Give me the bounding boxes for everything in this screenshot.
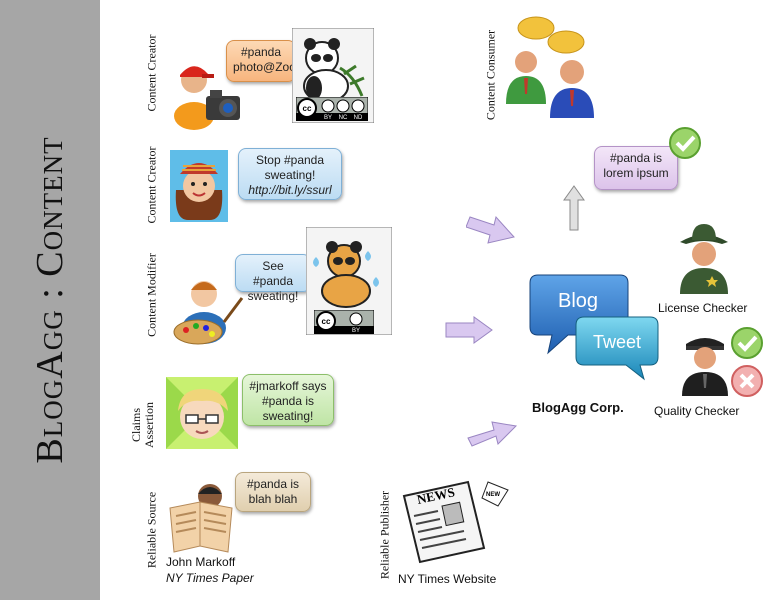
bubble-link-text: http://bit.ly/ssurl — [248, 183, 332, 197]
bubble-text: Stop #panda — [255, 153, 325, 167]
role-label-content-consumer: Content Consumer — [483, 29, 498, 121]
role-label-content-modifier: Content Modifier — [144, 253, 159, 337]
bubble-text: sweating! — [247, 289, 299, 303]
cross-mark-icon — [731, 365, 763, 397]
role-label-reliable-publisher: Reliable Publisher — [377, 490, 392, 580]
speech-bubble-blah-blah: #panda is blah blah — [235, 472, 311, 512]
license-checker-label: License Checker — [658, 301, 748, 315]
cc-by-text: BY — [352, 328, 360, 334]
role-label-claims-assertion: Claims Assertion — [129, 402, 156, 448]
arrow-to-hub-bottom — [467, 421, 518, 447]
bubble-text: photo@Zoo — [233, 60, 296, 74]
role-label-content-creator-2: Content Creator — [144, 146, 159, 224]
news-stamp-text: NEW — [486, 492, 500, 498]
painter-icon — [173, 281, 244, 345]
hub-tweet-label: Tweet — [593, 332, 641, 352]
arrow-to-hub-top — [466, 215, 515, 244]
bubble-text: sweating! — [264, 168, 316, 182]
cc-nc-text: NC — [339, 115, 348, 121]
police-officer-avatar-icon — [682, 338, 728, 396]
bubble-text: sweating! — [262, 409, 314, 423]
cc-nd-text: ND — [354, 115, 363, 121]
bubble-text: blah blah — [248, 492, 298, 506]
two-consumers-talking-icon — [506, 16, 594, 118]
bubble-text: #jmarkoff says — [249, 379, 327, 393]
cc-by-text: BY — [324, 115, 332, 121]
slide-title: BlogAgg : Content — [29, 136, 71, 464]
cc-by-license-badge: cc BY — [314, 310, 374, 334]
sheriff-avatar-icon — [680, 224, 728, 294]
source-publication: NY Times Paper — [166, 571, 254, 585]
speech-bubble-jmarkoff-says: #jmarkoff says #panda is sweating! — [242, 374, 334, 426]
check-mark-icon-quality — [731, 327, 763, 359]
bubble-text: #panda is — [609, 151, 663, 165]
cc-symbol: cc — [322, 317, 331, 326]
blogagg-corp-label: BlogAgg Corp. — [532, 400, 624, 415]
hub-blog-label: Blog — [558, 290, 598, 312]
check-mark-icon — [669, 127, 701, 159]
blog-tweet-hub-icon: Blog Tweet — [529, 274, 659, 381]
bubble-text: See #panda — [252, 259, 294, 288]
arrow-to-hub-middle — [445, 316, 493, 344]
blond-man-avatar-icon — [166, 377, 238, 449]
bubble-text: lorem ipsum — [603, 166, 669, 180]
claims-line-2: Assertion — [142, 402, 156, 448]
publisher-name: NY Times Website — [398, 572, 497, 586]
newspaper-icon: NEWS NEW — [402, 480, 509, 564]
photographer-icon — [174, 66, 240, 130]
arrow-up-to-consumer — [563, 185, 585, 231]
bubble-text: #panda is — [246, 477, 300, 491]
bubble-text: #panda is — [261, 394, 315, 408]
cc-symbol: cc — [303, 104, 312, 113]
speech-bubble-stop-panda: Stop #panda sweating! http://bit.ly/ssur… — [238, 148, 342, 200]
bubble-text: #panda — [240, 45, 282, 59]
newspaper-reader-icon — [169, 484, 233, 553]
cc-by-nc-nd-license-badge: cc BY NC ND — [296, 97, 368, 121]
speech-bubble-see-panda: See #panda sweating! — [235, 254, 311, 303]
role-label-reliable-source: Reliable Source — [144, 491, 159, 569]
sidebar: BlogAgg : Content — [0, 0, 100, 600]
speech-bubble-lorem-ipsum: #panda is lorem ipsum — [594, 146, 678, 190]
quality-checker-label: Quality Checker — [654, 404, 740, 418]
woman-avatar-icon — [170, 150, 228, 222]
role-label-content-creator-1: Content Creator — [144, 34, 159, 112]
speech-bubble-panda-photo: #panda photo@Zoo — [226, 40, 296, 82]
source-name: John Markoff — [166, 555, 236, 569]
